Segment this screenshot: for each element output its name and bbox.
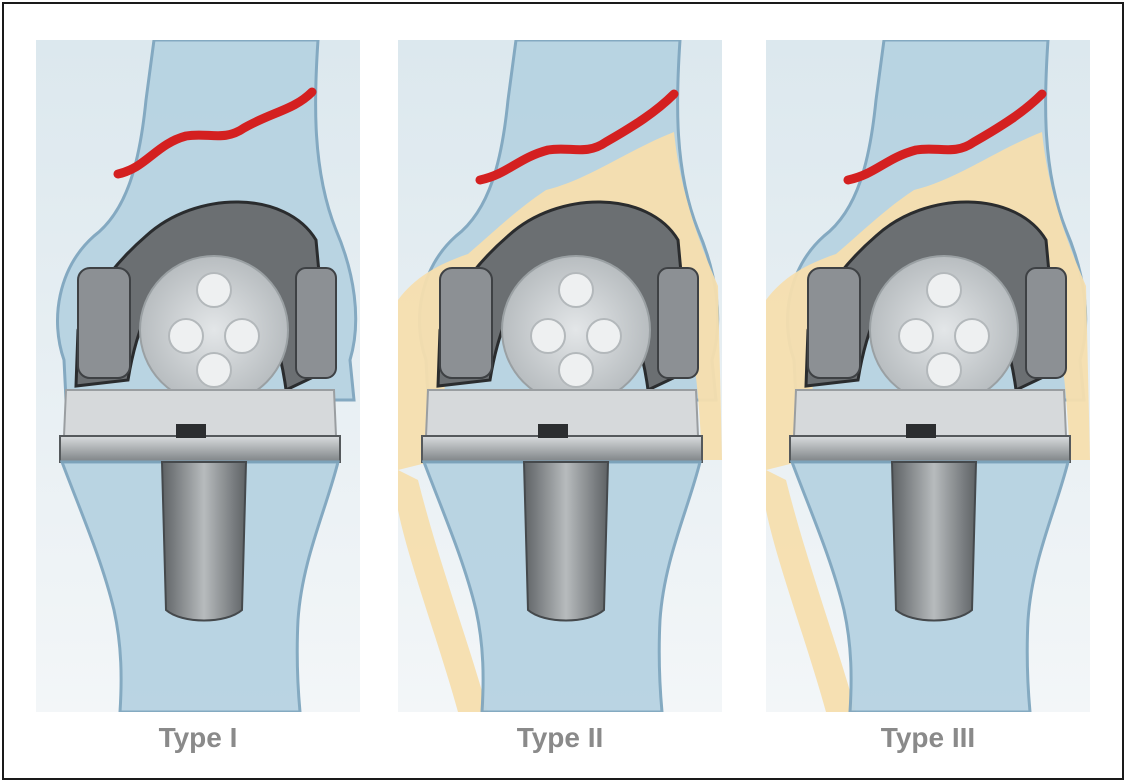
locking-clip	[176, 424, 206, 438]
locking-clip	[906, 424, 936, 438]
patellar-peg	[899, 319, 933, 353]
tibial-stem	[524, 462, 608, 621]
panel-type-1	[36, 40, 360, 712]
patellar-peg	[197, 273, 231, 307]
femoral-condyle-left	[440, 268, 492, 378]
tibial-tray	[60, 436, 340, 462]
femoral-condyle-left	[78, 268, 130, 378]
patellar-peg	[169, 319, 203, 353]
femoral-condyle-right	[658, 268, 698, 378]
panel-type-2	[398, 40, 722, 712]
femoral-condyle-right	[296, 268, 336, 378]
tibial-stem	[162, 462, 246, 621]
femoral-condyle-right	[1026, 268, 1066, 378]
patellar-peg	[197, 353, 231, 387]
panel-caption: Type I	[36, 718, 360, 758]
knee-prosthesis-illustration	[36, 40, 360, 712]
patellar-peg	[225, 319, 259, 353]
tibial-stem	[892, 462, 976, 621]
tibial-tray	[422, 436, 702, 462]
panel-caption: Type III	[766, 718, 1090, 758]
femoral-condyle-left	[808, 268, 860, 378]
tibial-tray	[790, 436, 1070, 462]
patellar-peg	[955, 319, 989, 353]
patellar-peg	[531, 319, 565, 353]
patellar-peg	[559, 353, 593, 387]
patellar-peg	[927, 353, 961, 387]
panel-caption: Type II	[398, 718, 722, 758]
patellar-peg	[587, 319, 621, 353]
panel-type-3	[766, 40, 1090, 712]
knee-prosthesis-illustration	[398, 40, 722, 712]
locking-clip	[538, 424, 568, 438]
knee-prosthesis-illustration	[766, 40, 1090, 712]
patellar-peg	[559, 273, 593, 307]
patellar-peg	[927, 273, 961, 307]
